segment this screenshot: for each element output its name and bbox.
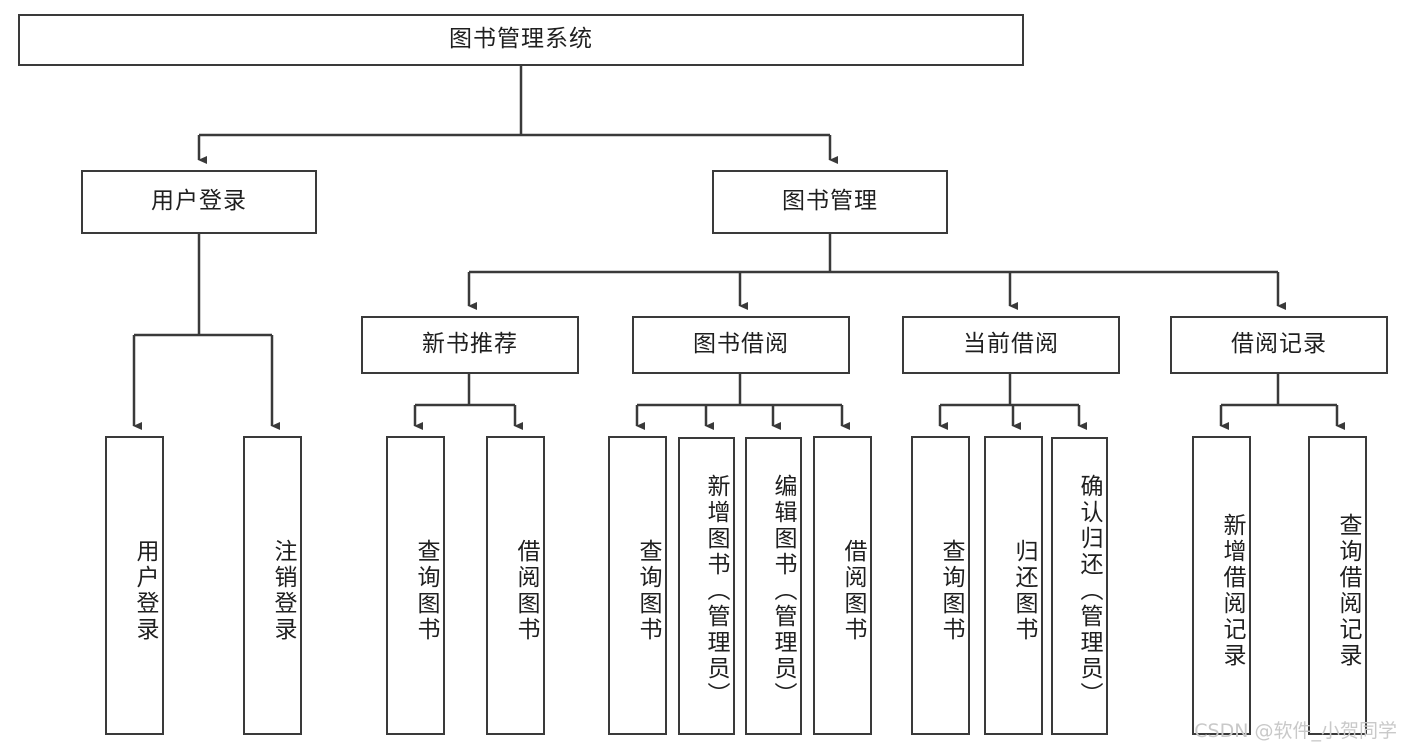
node-l-confirm[interactable]: 确认归还（管理员） [1051,437,1108,735]
node-label: 图书管理 [782,188,878,215]
node-records[interactable]: 借阅记录 [1170,316,1388,374]
node-l-qrec[interactable]: 查询借阅记录 [1308,436,1367,735]
node-l-qbook2[interactable]: 查询图书 [608,436,667,735]
node-label: 归还图书 [1011,538,1037,643]
node-label: 确认归还（管理员） [1076,474,1102,708]
node-current[interactable]: 当前借阅 [902,316,1120,374]
node-label: 注销登录 [270,538,296,643]
node-root[interactable]: 图书管理系统 [18,14,1024,66]
node-label: 查询借阅记录 [1335,512,1361,669]
node-label: 编辑图书（管理员） [770,474,796,708]
node-newbook[interactable]: 新书推荐 [361,316,579,374]
node-bookmgmt[interactable]: 图书管理 [712,170,948,234]
node-l-qbook1[interactable]: 查询图书 [386,436,445,735]
node-label: 新增图书（管理员） [703,474,729,708]
node-label: 图书管理系统 [449,26,593,53]
node-l-addbook[interactable]: 新增图书（管理员） [678,437,735,735]
node-label: 查询图书 [938,538,964,643]
node-l-editbook[interactable]: 编辑图书（管理员） [745,437,802,735]
node-label: 查询图书 [635,538,661,643]
node-borrow[interactable]: 图书借阅 [632,316,850,374]
node-l-login[interactable]: 用户登录 [105,436,164,735]
node-label: 新书推荐 [422,331,518,358]
node-label: 用户登录 [132,538,158,643]
node-label: 新增借阅记录 [1219,512,1245,669]
node-l-bbook1[interactable]: 借阅图书 [486,436,545,735]
node-l-logout[interactable]: 注销登录 [243,436,302,735]
watermark: CSDN @软件_小贺同学 [1194,720,1397,742]
node-l-bbook2[interactable]: 借阅图书 [813,436,872,735]
node-label: 图书借阅 [693,331,789,358]
node-l-qbook3[interactable]: 查询图书 [911,436,970,735]
edge-paths [132,66,1345,430]
node-label: 借阅记录 [1231,331,1327,358]
node-label: 用户登录 [151,188,247,215]
node-label: 借阅图书 [513,538,539,643]
node-login[interactable]: 用户登录 [81,170,317,234]
node-label: 借阅图书 [840,538,866,643]
node-label: 查询图书 [413,538,439,643]
node-l-return[interactable]: 归还图书 [984,436,1043,735]
node-l-addrec[interactable]: 新增借阅记录 [1192,436,1251,735]
node-label: 当前借阅 [963,331,1059,358]
